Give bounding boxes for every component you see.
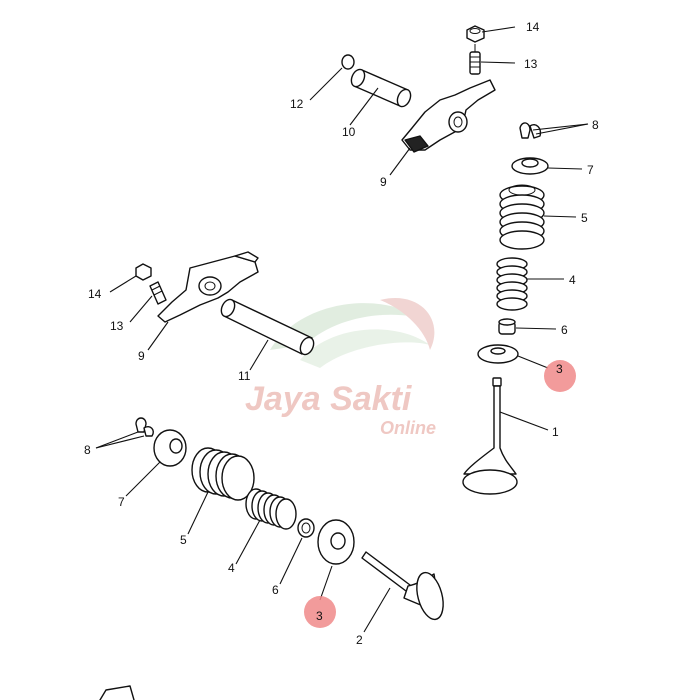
part-6-valve-stem-seal-left bbox=[297, 518, 315, 538]
part-3-spring-seat-right bbox=[477, 344, 519, 364]
watermark: Jaya Sakti Online bbox=[245, 298, 436, 438]
part-14-nut-top bbox=[466, 25, 485, 43]
part-9-rocker-arm-left bbox=[157, 251, 259, 323]
label-part-13-top: 13 bbox=[524, 57, 538, 71]
part-6-valve-stem-seal-right bbox=[498, 318, 516, 335]
part-2-valve bbox=[361, 551, 444, 621]
part-5-outer-spring-left bbox=[191, 447, 255, 501]
part-9-rocker-arm-top bbox=[401, 79, 496, 153]
label-part-1: 1 bbox=[552, 425, 559, 439]
leader-lines bbox=[95, 26, 589, 633]
watermark-brand: Jaya Sakti bbox=[245, 380, 413, 418]
label-part-7-right: 7 bbox=[587, 163, 594, 177]
label-part-4-right: 4 bbox=[569, 273, 576, 287]
part-5-outer-spring-right bbox=[499, 184, 545, 250]
part-10-rocker-shaft bbox=[350, 68, 412, 108]
part-14-nut-left bbox=[135, 263, 152, 281]
part-13-screw-top bbox=[469, 44, 481, 75]
part-8-valve-collet-left bbox=[135, 417, 154, 437]
part-12-o-ring bbox=[341, 54, 355, 70]
label-part-9-left: 9 bbox=[138, 349, 145, 363]
label-part-12: 12 bbox=[290, 97, 304, 111]
watermark-sub: Online bbox=[380, 418, 436, 438]
label-part-10: 10 bbox=[342, 125, 356, 139]
part-11-rocker-shaft bbox=[220, 298, 315, 356]
part-4-inner-spring-left bbox=[245, 488, 297, 530]
label-part-6-left: 6 bbox=[272, 583, 279, 597]
highlight-part-3-right bbox=[544, 360, 576, 392]
label-part-14-top: 14 bbox=[526, 20, 540, 34]
label-part-14-left: 14 bbox=[88, 287, 102, 301]
partial-part-bottom bbox=[99, 685, 135, 700]
part-4-inner-spring-right bbox=[496, 257, 528, 311]
label-part-8-left: 8 bbox=[84, 443, 91, 457]
label-part-4-left: 4 bbox=[228, 561, 235, 575]
label-part-7-left: 7 bbox=[118, 495, 125, 509]
label-part-13-left: 13 bbox=[110, 319, 124, 333]
part-3-spring-seat-left bbox=[317, 519, 355, 565]
part-8-valve-collet-right bbox=[519, 122, 542, 139]
part-1-valve bbox=[462, 377, 518, 495]
label-part-9-top: 9 bbox=[380, 175, 387, 189]
label-part-5-left: 5 bbox=[180, 533, 187, 547]
highlight-part-3-left bbox=[304, 596, 336, 628]
label-part-5-right: 5 bbox=[581, 211, 588, 225]
label-part-6-right: 6 bbox=[561, 323, 568, 337]
label-part-11: 11 bbox=[238, 369, 251, 383]
label-part-3-right: 3 bbox=[556, 362, 563, 376]
part-7-spring-retainer-left bbox=[153, 429, 187, 467]
part-13-screw-left bbox=[149, 281, 167, 305]
label-part-2: 2 bbox=[356, 633, 363, 647]
label-part-3-left: 3 bbox=[316, 609, 323, 623]
label-part-8-right: 8 bbox=[592, 118, 599, 132]
part-7-spring-retainer-right bbox=[511, 157, 549, 175]
